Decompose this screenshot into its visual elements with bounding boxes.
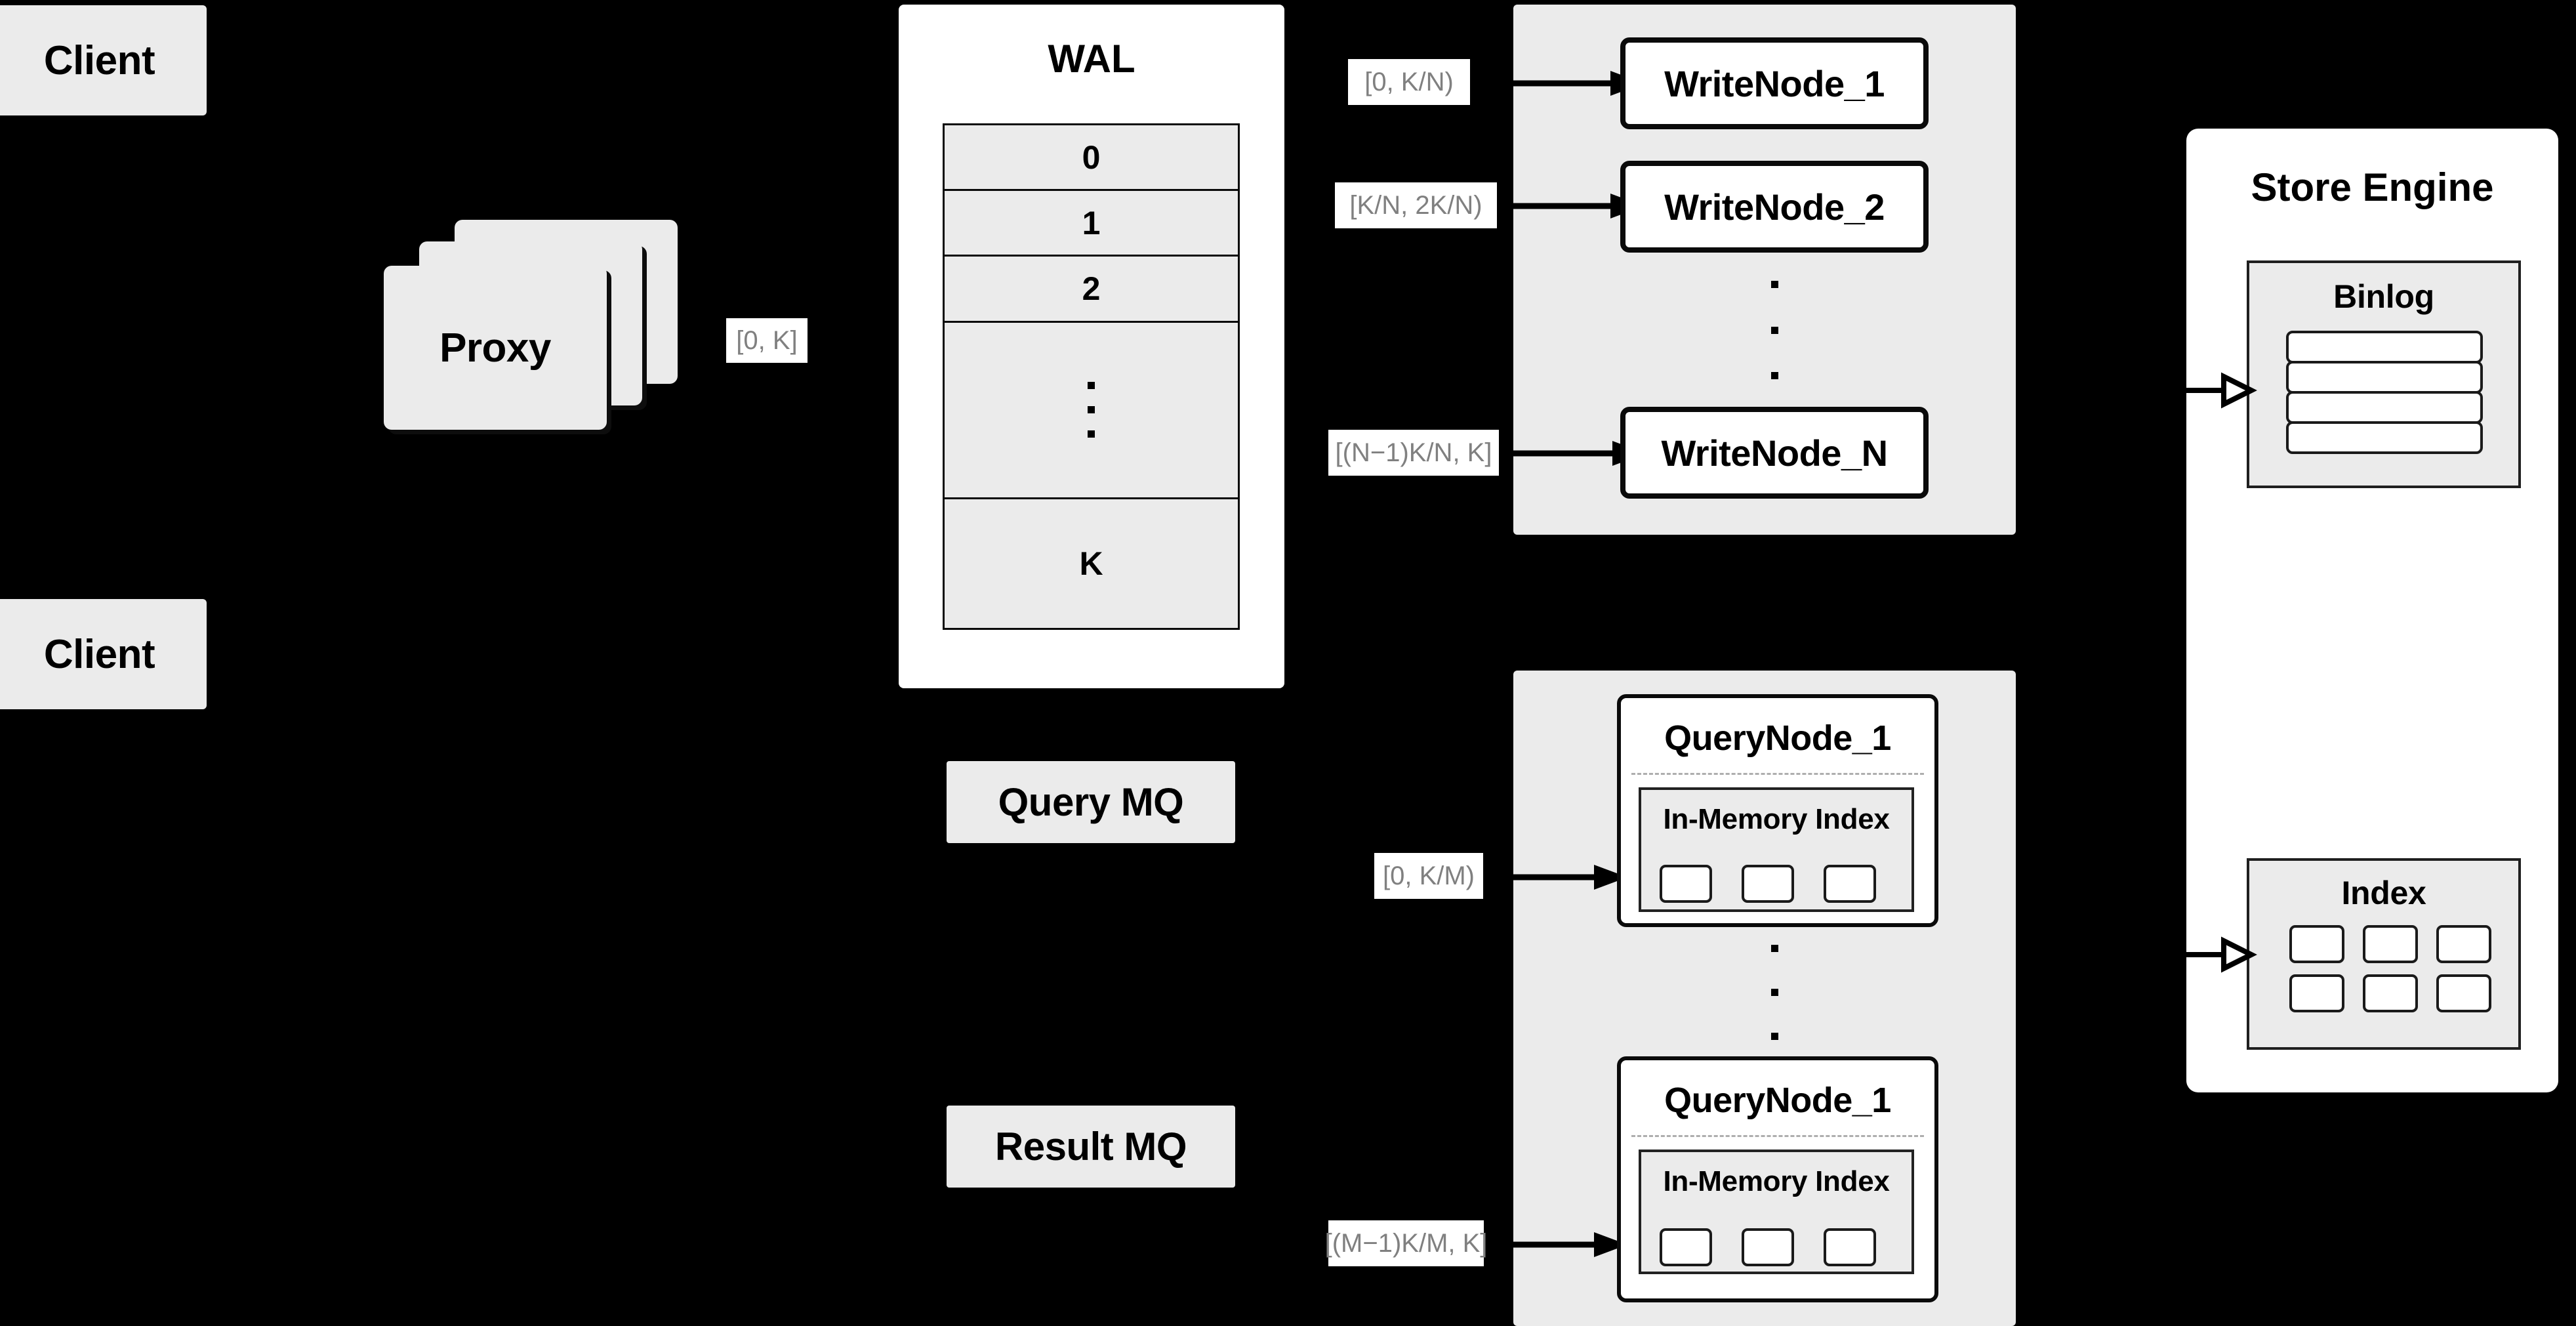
index-cell[interactable] bbox=[2436, 974, 2491, 1012]
index-cell[interactable] bbox=[2363, 925, 2418, 963]
query-node-divider bbox=[1631, 773, 1924, 775]
result-mq-box[interactable]: Result MQ bbox=[947, 1106, 1235, 1188]
ellipsis-dot-icon bbox=[1088, 406, 1095, 414]
write-node-2-range-label: [K/N, 2K/N) bbox=[1335, 182, 1497, 228]
client-label: Client bbox=[43, 631, 155, 677]
index-segment-chip[interactable] bbox=[1660, 1228, 1712, 1266]
write-node-1-box[interactable]: WriteNode_1 bbox=[1620, 37, 1929, 129]
ellipsis-dot-icon bbox=[1088, 382, 1095, 390]
index-segment-chip[interactable] bbox=[1742, 865, 1794, 903]
arrow-to-query-node-1 bbox=[1486, 865, 1627, 890]
wal-row[interactable]: 2 bbox=[945, 257, 1238, 323]
query-node-1-range-label: [0, K/M) bbox=[1374, 853, 1483, 899]
proxy-stack[interactable]: Proxy bbox=[384, 220, 699, 430]
proxy-label: Proxy bbox=[440, 325, 551, 371]
query-node-label: QueryNode_1 bbox=[1664, 1081, 1891, 1120]
client-box-top[interactable]: Client bbox=[0, 5, 207, 115]
query-mq-label: Query MQ bbox=[998, 780, 1184, 824]
index-cell[interactable] bbox=[2289, 925, 2344, 963]
arrow-to-index bbox=[2165, 936, 2257, 973]
index-cell[interactable] bbox=[2289, 974, 2344, 1012]
index-cell[interactable] bbox=[2436, 925, 2491, 963]
binlog-row[interactable] bbox=[2286, 361, 2483, 394]
wal-row[interactable]: 1 bbox=[945, 191, 1238, 257]
write-node-n-box[interactable]: WriteNode_N bbox=[1620, 407, 1929, 499]
write-cluster-ellipsis bbox=[1765, 281, 1784, 379]
wal-row-label: K bbox=[1079, 545, 1103, 582]
write-node-label: WriteNode_2 bbox=[1664, 186, 1885, 228]
wal-row[interactable]: 0 bbox=[945, 125, 1238, 192]
wal-row-ellipsis bbox=[945, 323, 1238, 499]
in-memory-index-label: In-Memory Index bbox=[1663, 1165, 1890, 1197]
query-mq-box[interactable]: Query MQ bbox=[947, 761, 1235, 843]
binlog-row[interactable] bbox=[2286, 391, 2483, 424]
index-cell[interactable] bbox=[2363, 974, 2418, 1012]
ellipsis-dot-icon bbox=[1770, 989, 1778, 996]
binlog-title: Binlog bbox=[2333, 278, 2434, 315]
proxy-range-label: [0, K] bbox=[726, 318, 808, 363]
ellipsis-dot-icon bbox=[1770, 326, 1778, 334]
index-segment-chip[interactable] bbox=[1824, 865, 1876, 903]
wal-entry-table: 0 1 2 K bbox=[943, 123, 1240, 630]
query-node-label: QueryNode_1 bbox=[1664, 718, 1891, 758]
client-label: Client bbox=[43, 37, 155, 83]
ellipsis-dot-icon bbox=[1088, 430, 1095, 438]
binlog-row[interactable] bbox=[2286, 331, 2483, 363]
query-cluster-ellipsis bbox=[1765, 945, 1784, 1040]
wal-row-label: 2 bbox=[1082, 270, 1101, 307]
in-memory-index-label: In-Memory Index bbox=[1663, 803, 1890, 835]
write-node-n-range-label: [(N−1)K/N, K] bbox=[1328, 430, 1499, 476]
ellipsis-dot-icon bbox=[1770, 1033, 1778, 1040]
wal-row[interactable]: K bbox=[945, 499, 1238, 628]
ellipsis-dot-icon bbox=[1770, 945, 1778, 952]
query-node-m-range-label: [(M−1)K/M, K] bbox=[1325, 1220, 1487, 1266]
arrow-to-query-node-m bbox=[1486, 1232, 1627, 1257]
proxy-card-front[interactable]: Proxy bbox=[384, 266, 607, 430]
wal-title: WAL bbox=[1048, 37, 1135, 81]
store-engine-title: Store Engine bbox=[2251, 165, 2494, 209]
index-segment-chip[interactable] bbox=[1660, 865, 1712, 903]
arrow-to-binlog bbox=[2165, 372, 2257, 409]
write-node-label: WriteNode_N bbox=[1661, 432, 1888, 474]
query-node-divider bbox=[1631, 1135, 1924, 1137]
binlog-row[interactable] bbox=[2286, 421, 2483, 454]
write-node-1-range-label: [0, K/N) bbox=[1348, 59, 1470, 105]
wal-row-label: 1 bbox=[1082, 204, 1101, 241]
index-segment-chip[interactable] bbox=[1824, 1228, 1876, 1266]
ellipsis-dot-icon bbox=[1770, 281, 1778, 288]
wal-row-label: 0 bbox=[1082, 138, 1101, 176]
ellipsis-dot-icon bbox=[1770, 372, 1778, 379]
write-node-2-box[interactable]: WriteNode_2 bbox=[1620, 161, 1929, 253]
client-box-bottom[interactable]: Client bbox=[0, 599, 207, 709]
result-mq-label: Result MQ bbox=[994, 1125, 1187, 1169]
index-title: Index bbox=[2341, 875, 2426, 911]
index-segment-chip[interactable] bbox=[1742, 1228, 1794, 1266]
write-node-label: WriteNode_1 bbox=[1664, 62, 1885, 104]
